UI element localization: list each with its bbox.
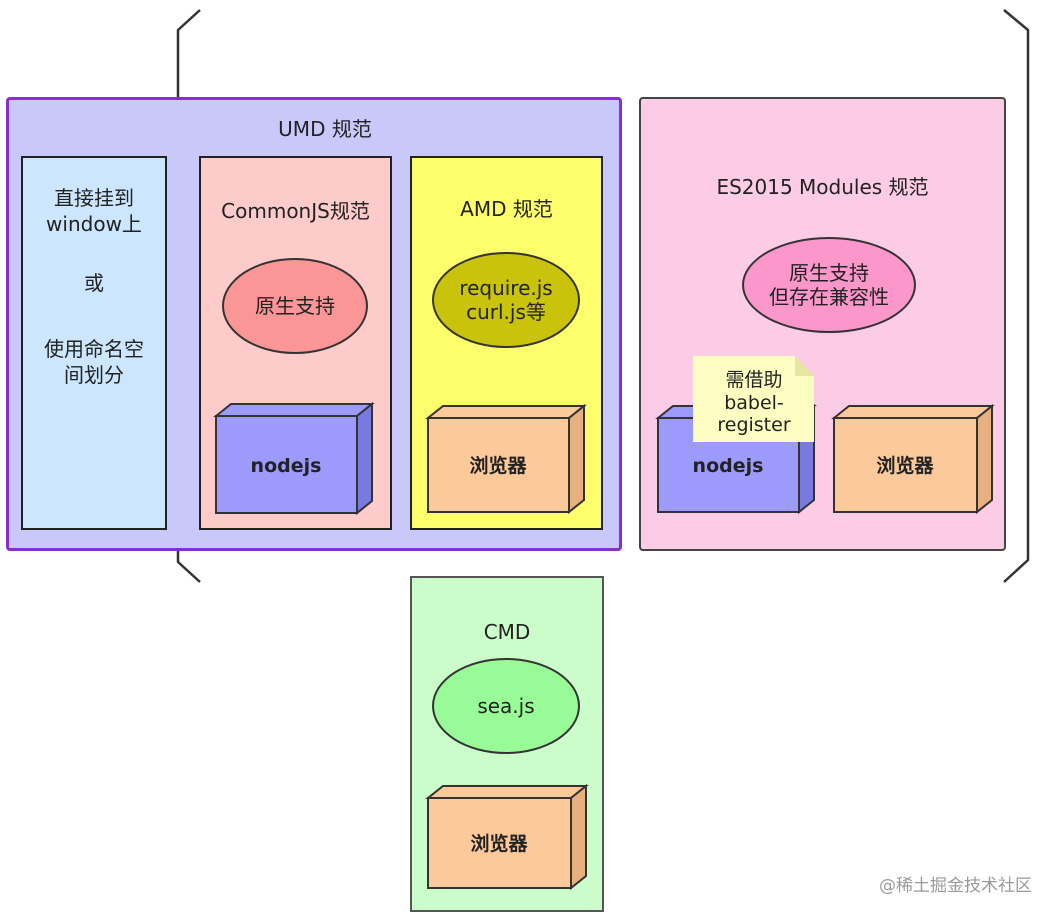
global-line1: 直接挂到 window上 [46,186,142,236]
cmd-ellipse: sea.js [432,658,580,754]
watermark: @稀土掘金技术社区 [879,876,1032,896]
commonjs-title: CommonJS规范 [221,199,370,223]
es2015-ellipse: 原生支持 但存在兼容性 [742,237,916,333]
amd-title: AMD 规范 [460,197,553,221]
note-line-1: 需借助 [725,369,782,391]
global-box [21,156,167,530]
note-line-2: babel- [724,392,784,414]
global-line2: 使用命名空 间划分 [44,337,144,387]
cmd-browser-cube: 浏览器 [425,783,589,891]
amd-ellipse: require.js curl.js等 [432,252,580,348]
es2015-browser-label: 浏览器 [876,454,934,477]
umd-title: UMD 规范 [278,117,372,141]
amd-browser-cube: 浏览器 [425,403,587,515]
commonjs-ellipse: 原生支持 [222,258,368,354]
es2015-browser-cube: 浏览器 [831,403,995,515]
global-or: 或 [84,271,104,295]
commonjs-nodejs-cube: nodejs [213,401,375,516]
commonjs-nodejs-label: nodejs [251,455,322,477]
amd-browser-label: 浏览器 [469,454,527,477]
note-line-3: register [717,414,790,436]
cmd-title: CMD [483,620,531,644]
es2015-nodejs-label: nodejs [693,455,764,477]
es2015-title: ES2015 Modules 规范 [716,175,929,199]
babel-register-note: 需借助 babel- register [693,356,814,442]
cmd-browser-label: 浏览器 [470,832,528,855]
